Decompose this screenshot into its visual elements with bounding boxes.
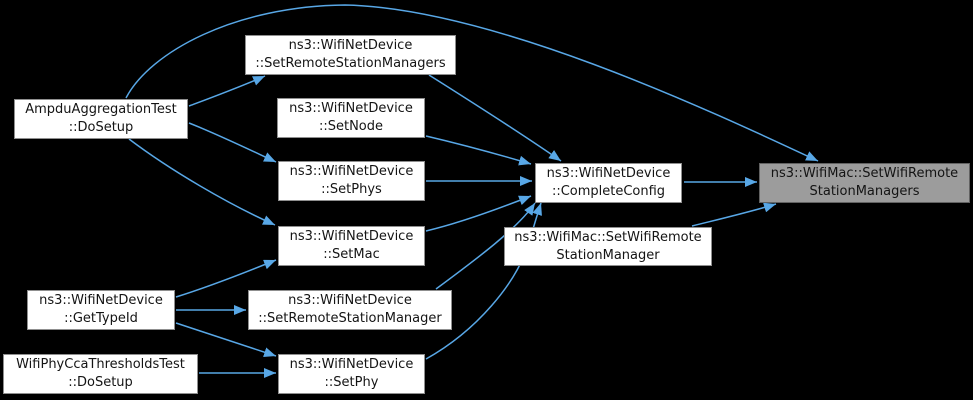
node-label: ::SetPhy <box>324 375 379 390</box>
edge-gettypeid-to-setmac <box>175 259 277 298</box>
node-label: ns3::WifiMac::SetWifiRemote <box>514 229 702 245</box>
node-label: StationManager <box>556 247 660 263</box>
node-setremotestationmanagers[interactable]: ns3::WifiNetDevice ::SetRemoteStationMan… <box>245 35 456 75</box>
node-label: ns3::WifiNetDevice <box>288 293 412 308</box>
node-setmac[interactable]: ns3::WifiNetDevice ::SetMac <box>278 226 425 266</box>
node-setremotestationmanager[interactable]: ns3::WifiNetDevice ::SetRemoteStationMan… <box>248 290 452 330</box>
node-wifiphycca-thresholds-test-dosetup[interactable]: WifiPhyCcaThresholdsTest ::DoSetup <box>3 354 198 394</box>
node-label: ns3::WifiNetDevice <box>289 357 414 372</box>
node-label: ::SetMac <box>323 247 380 262</box>
edge-setremotestationmanager-to-completeconfig <box>435 202 536 290</box>
node-completeconfig[interactable]: ns3::WifiNetDevice ::CompleteConfig <box>535 163 682 203</box>
node-label: ::SetRemoteStationManager <box>258 311 442 326</box>
node-setphys[interactable]: ns3::WifiNetDevice ::SetPhys <box>278 161 425 201</box>
node-label: ::GetTypeId <box>64 311 138 326</box>
edge-ampdu-dosetup-to-setremotestationmanagers <box>188 75 266 107</box>
node-label: ::DoSetup <box>68 375 133 390</box>
node-label: ns3::WifiNetDevice <box>39 293 163 308</box>
node-label: ns3::WifiNetDevice <box>289 101 413 116</box>
edge-setremotestationmanagers-to-completeconfig <box>428 74 562 162</box>
node-label: ns3::WifiNetDevice <box>546 166 671 181</box>
node-label: ns3::WifiNetDevice <box>288 38 413 53</box>
node-label: ::SetPhys <box>321 182 382 197</box>
node-setnode[interactable]: ns3::WifiNetDevice ::SetNode <box>277 98 425 138</box>
node-label: ::CompleteConfig <box>551 184 666 199</box>
edge-setnode-to-completeconfig <box>425 135 532 166</box>
node-label: ns3::WifiMac::SetWifiRemote <box>770 166 959 181</box>
node-label: ns3::WifiNetDevice <box>289 164 414 179</box>
node-label: AmpduAggregationTest <box>25 102 177 117</box>
node-wifimac-setwifiremotestationmanagers-current: ns3::WifiMac::SetWifiRemote StationManag… <box>759 163 970 203</box>
edge-gettypeid-to-setphy <box>175 322 277 357</box>
node-gettypeid[interactable]: ns3::WifiNetDevice ::GetTypeId <box>27 290 175 330</box>
edge-ampdu-dosetup-to-setphys <box>188 122 277 163</box>
node-label: ::DoSetup <box>68 120 134 135</box>
node-setphy[interactable]: ns3::WifiNetDevice ::SetPhy <box>278 354 425 394</box>
node-label: WifiPhyCcaThresholdsTest <box>16 357 185 372</box>
node-ampdu-aggregation-test-dosetup[interactable]: AmpduAggregationTest ::DoSetup <box>14 99 188 139</box>
node-label: ::SetRemoteStationManagers <box>255 56 446 71</box>
node-label: StationManagers <box>809 184 920 199</box>
edge-setwifiremotestationmanager-to-setwifiremotestationmanagers <box>691 202 777 227</box>
edge-setmac-to-completeconfig <box>425 195 532 232</box>
node-label: ns3::WifiNetDevice <box>289 229 414 244</box>
node-label: ::SetNode <box>318 119 384 134</box>
edge-ampdu-dosetup-to-setmac <box>128 138 276 226</box>
edge-ampdu-dosetup-to-setwifiremotestationmanagers <box>125 4 819 162</box>
node-wifimac-setwifiremotestationmanager[interactable]: ns3::WifiMac::SetWifiRemote StationManag… <box>504 227 712 266</box>
